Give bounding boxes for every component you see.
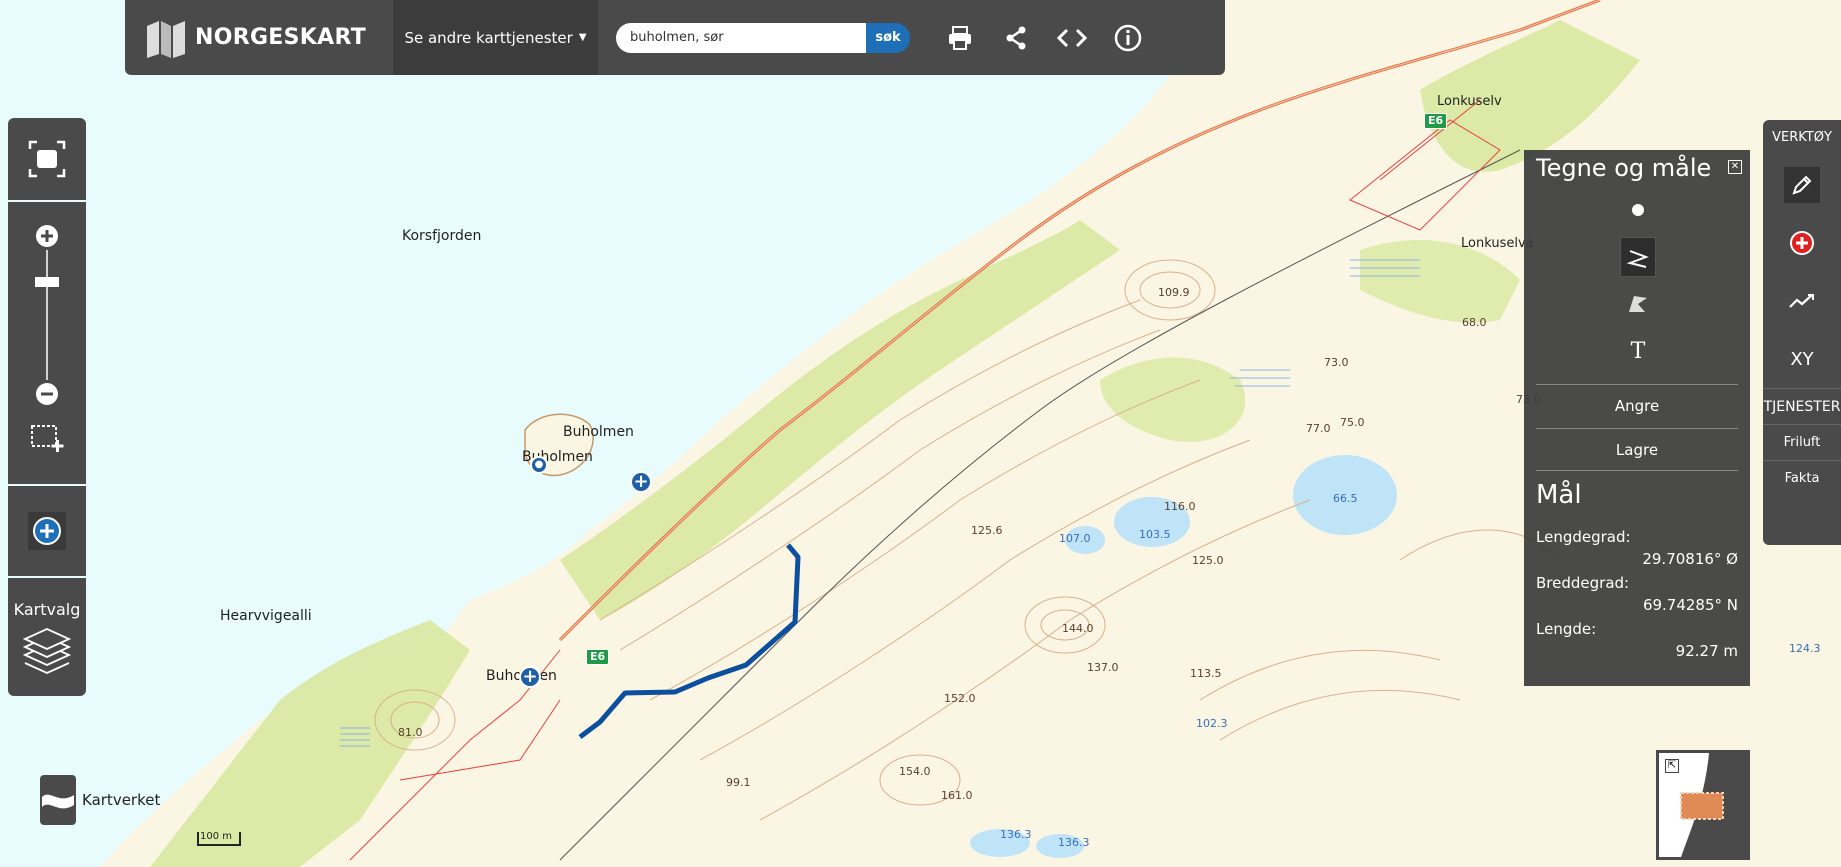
elevation-profile-icon[interactable] <box>1763 272 1841 330</box>
contour-label: 81.0 <box>398 726 423 739</box>
water-elevation-label: 136.3 <box>1058 836 1090 849</box>
contour-label: 125.6 <box>971 524 1003 537</box>
kartvalg-button[interactable]: Kartvalg <box>8 578 86 696</box>
water-elevation-label: 66.5 <box>1333 492 1358 505</box>
brand[interactable]: NORGESKART <box>125 0 393 75</box>
contour-label: 161.0 <box>941 789 973 802</box>
road-shield-e6-2: E6 <box>586 649 610 665</box>
contour-label: 125.0 <box>1192 554 1224 567</box>
undo-button[interactable]: Angre <box>1614 397 1660 415</box>
map-add-marker-icon[interactable]: + <box>519 666 541 688</box>
latitude-label: Breddegrad: <box>1536 574 1630 592</box>
kartverket-attribution[interactable]: Kartverket <box>40 775 160 825</box>
add-icon <box>33 517 61 545</box>
place-label-buholmen-1: Buholmen <box>563 424 634 440</box>
code-icon[interactable] <box>1052 18 1092 58</box>
zoom-controls <box>8 202 86 484</box>
place-label-hearvvigealli: Hearvvigealli <box>220 608 312 624</box>
search-box: søk <box>616 22 910 53</box>
contour-label: 68.0 <box>1462 316 1487 329</box>
services-header: TJENESTER <box>1763 388 1841 424</box>
place-label-korsfjorden: Korsfjorden <box>402 228 482 244</box>
water-elevation-label: 124.3 <box>1789 642 1821 655</box>
length-value: 92.27 m <box>1675 642 1738 660</box>
location-marker-icon[interactable]: ● <box>530 456 548 474</box>
add-point-icon[interactable] <box>1763 214 1841 272</box>
kartverket-name: Kartverket <box>82 791 161 809</box>
contour-label: 77.0 <box>1306 422 1331 435</box>
longitude-value: 29.70816° Ø <box>1642 550 1738 568</box>
contour-label: 73.0 <box>1324 356 1349 369</box>
close-icon[interactable]: ✕ <box>1728 160 1742 174</box>
top-bar: NORGESKART Se andre karttjenester ▼ søk <box>125 0 1225 75</box>
fullscreen-button[interactable] <box>8 118 86 200</box>
water-elevation-label: 107.0 <box>1059 532 1091 545</box>
printer-icon[interactable] <box>940 18 980 58</box>
map-add-marker-icon[interactable]: + <box>630 471 652 493</box>
fullscreen-icon <box>28 140 66 178</box>
scale-bar <box>197 832 241 846</box>
contour-label: 152.0 <box>944 692 976 705</box>
measure-title: Mål <box>1536 480 1582 510</box>
pencil-icon[interactable] <box>1763 156 1841 214</box>
friluft-button[interactable]: Friluft <box>1763 424 1841 460</box>
contour-label: 109.9 <box>1158 286 1190 299</box>
length-label: Lengde: <box>1536 620 1597 638</box>
share-icon[interactable] <box>996 18 1036 58</box>
zoom-slider-handle[interactable] <box>35 277 59 287</box>
latitude-value: 69.74285° N <box>1642 596 1738 614</box>
caret-down-icon: ▼ <box>578 32 587 43</box>
longitude-label: Lengdegrad: <box>1536 528 1631 546</box>
line-icon[interactable] <box>1620 237 1656 277</box>
place-label-lonkuselva: Lonkuselva <box>1461 236 1534 251</box>
map-logo-icon <box>147 20 185 58</box>
contour-label: 154.0 <box>899 765 931 778</box>
contour-label: 144.0 <box>1062 622 1094 635</box>
kartvalg-label: Kartvalg <box>13 599 81 619</box>
services-dropdown[interactable]: Se andre karttjenester ▼ <box>393 0 598 75</box>
zoom-out-icon[interactable] <box>36 383 58 405</box>
draw-panel-title: Tegne og måle <box>1536 154 1712 182</box>
add-button-frame <box>28 512 66 550</box>
road-shield-e6-1: E6 <box>1424 113 1448 129</box>
divider <box>1536 428 1738 429</box>
zoom-in-icon[interactable] <box>36 225 58 247</box>
contour-label: 99.1 <box>726 776 751 789</box>
brand-name: NORGESKART <box>195 25 367 50</box>
contour-label: 113.5 <box>1190 667 1222 680</box>
contour-label: 116.0 <box>1164 500 1196 513</box>
draw-measure-panel: Tegne og måle ✕ T Angre Lagre Mål Lengde… <box>1524 150 1750 686</box>
services-label: Se andre karttjenester <box>404 28 573 47</box>
overview-map[interactable]: ⇱ <box>1656 750 1750 860</box>
tools-header: VERKTØY <box>1772 130 1832 145</box>
scale-label: 100 m <box>200 831 233 842</box>
overview-toggle-icon[interactable]: ⇱ <box>1665 759 1679 773</box>
kartverket-logo-icon <box>40 775 76 825</box>
place-label-lonkuselv: Lonkuselv <box>1437 94 1502 109</box>
text-icon[interactable]: T <box>1630 338 1646 364</box>
measured-line <box>578 543 801 739</box>
info-icon[interactable] <box>1108 18 1148 58</box>
water-elevation-label: 103.5 <box>1139 528 1171 541</box>
search-input[interactable] <box>616 22 866 53</box>
divider <box>1536 470 1738 471</box>
fakta-button[interactable]: Fakta <box>1763 460 1841 496</box>
tools-bar: VERKTØY XY TJENESTER Friluft Fakta <box>1763 120 1841 545</box>
coordinate-xy-button[interactable]: XY <box>1790 348 1814 370</box>
save-button[interactable]: Lagre <box>1615 441 1659 459</box>
point-icon[interactable] <box>1620 190 1656 230</box>
search-button[interactable]: søk <box>866 22 910 53</box>
polygon-icon[interactable] <box>1620 284 1656 324</box>
water-elevation-label: 136.3 <box>1000 828 1032 841</box>
contour-label: 137.0 <box>1087 661 1119 674</box>
layers-icon <box>22 627 72 674</box>
water-elevation-label: 102.3 <box>1196 717 1228 730</box>
add-data-button[interactable] <box>8 486 86 576</box>
contour-label: 75.0 <box>1340 416 1365 429</box>
zoom-box-icon[interactable] <box>31 425 64 452</box>
divider <box>1536 384 1738 385</box>
